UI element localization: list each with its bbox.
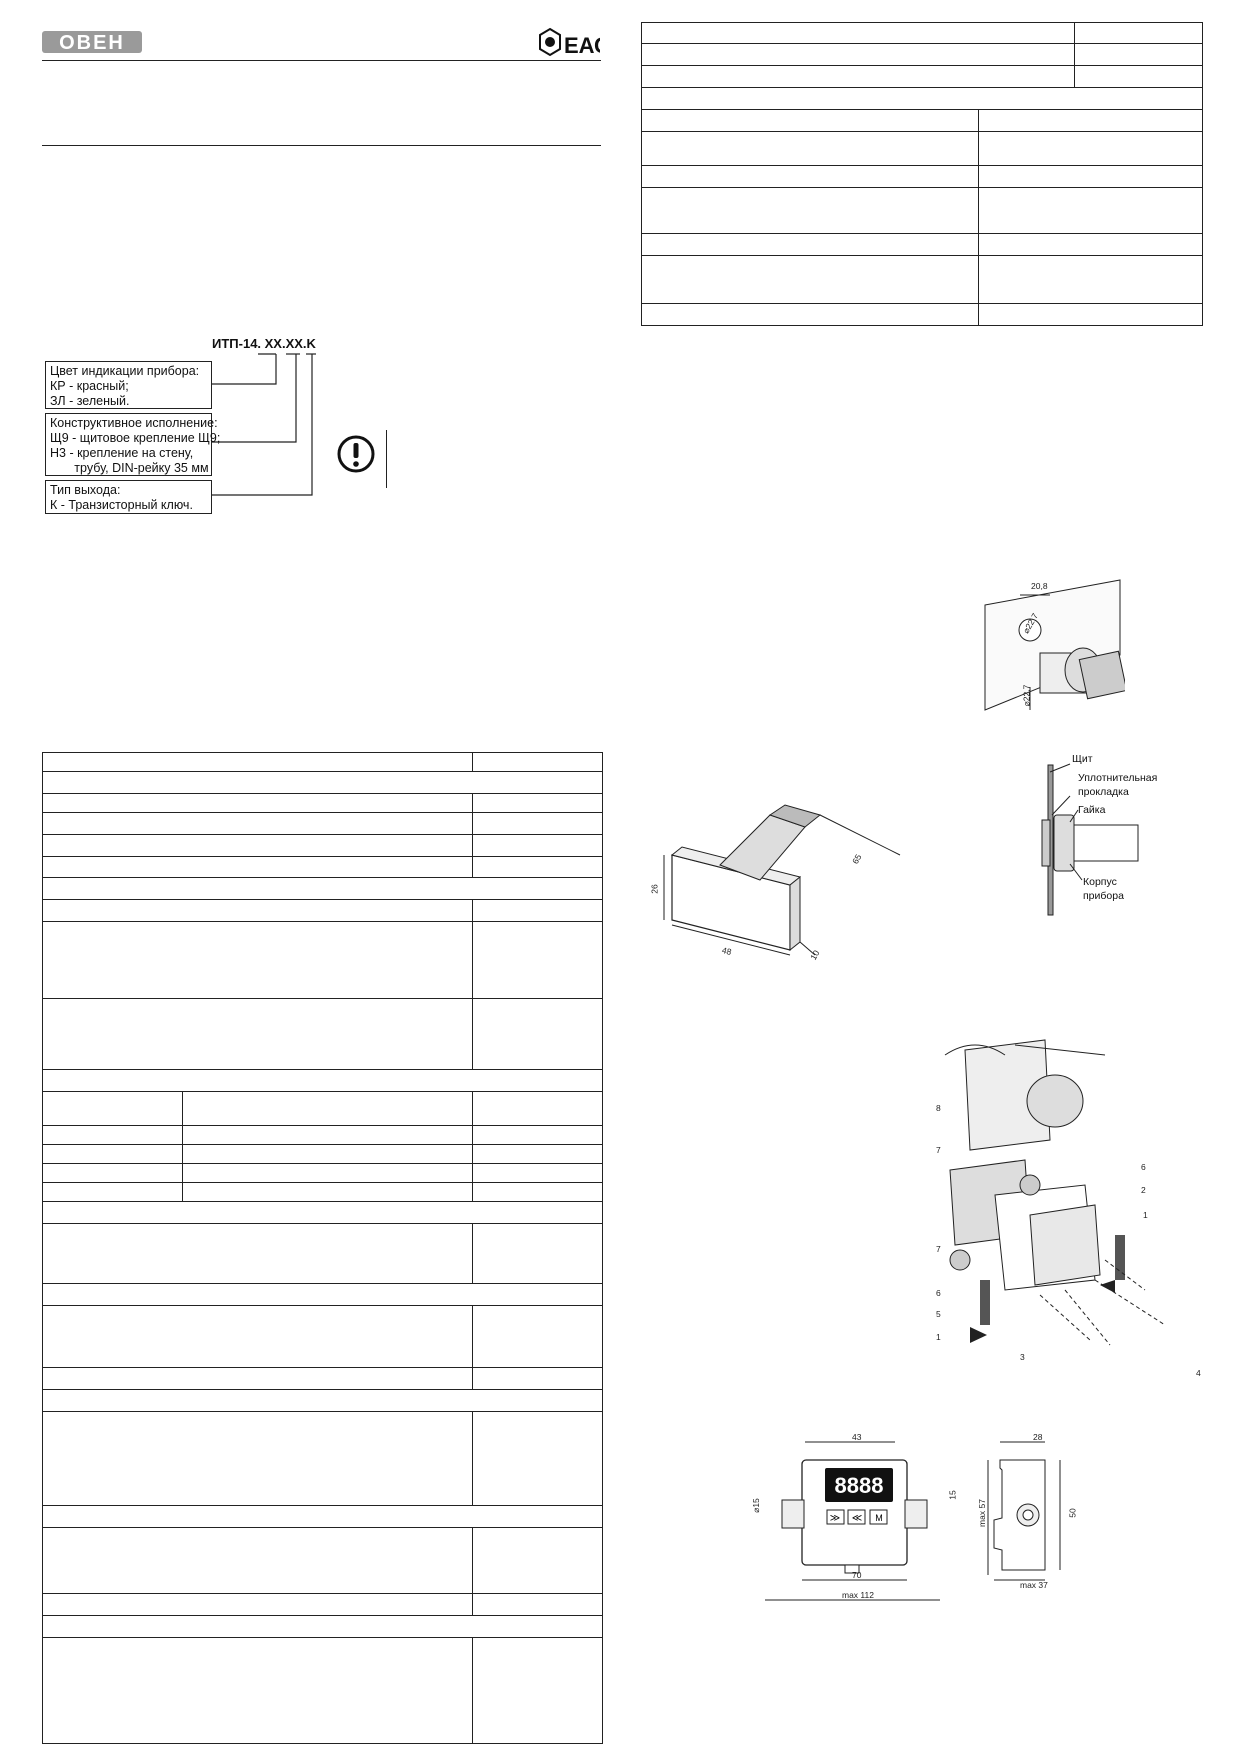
callout-4: 4 bbox=[1196, 1368, 1201, 1378]
svg-text:≪: ≪ bbox=[852, 1513, 862, 1524]
button-m-label: M bbox=[875, 1513, 883, 1523]
front-dim-right: 15 bbox=[947, 1490, 958, 1500]
exploded-mount-drawing bbox=[944, 1039, 1166, 1346]
spec-table-left bbox=[42, 752, 603, 1744]
panel-dim-width: 20,8 bbox=[1031, 581, 1048, 591]
device-isometric-drawing bbox=[663, 804, 901, 956]
label-body-1: Корпус bbox=[1083, 876, 1117, 888]
callout-6-left: 6 bbox=[936, 1288, 941, 1298]
front-dim-width: 70 bbox=[852, 1570, 862, 1580]
callout-7-top: 7 bbox=[936, 1145, 941, 1155]
mount-section-drawing bbox=[1041, 763, 1139, 916]
option-box-color: Цвет индикации прибора: КР - красный; ЗЛ… bbox=[45, 361, 212, 409]
warning-divider bbox=[386, 430, 387, 488]
callout-6-right: 6 bbox=[1141, 1162, 1146, 1172]
exclamation-circle-icon bbox=[336, 434, 376, 474]
option-box-mount: Конструктивное исполнение: Щ9 - щитовое … bbox=[45, 413, 220, 476]
callout-7-left: 7 bbox=[936, 1244, 941, 1254]
side-dim-max-h: max 57 bbox=[976, 1499, 987, 1527]
callout-3: 3 bbox=[1020, 1352, 1025, 1362]
label-panel: Щит bbox=[1072, 753, 1093, 765]
model-code-leaders bbox=[212, 353, 316, 496]
label-gasket-1: Уплотнительная bbox=[1078, 772, 1158, 784]
side-dim-top: 28 bbox=[1033, 1432, 1043, 1442]
display-digits: 8888 bbox=[835, 1473, 884, 1498]
model-code: ИТП-14. XX.XX.K bbox=[212, 336, 316, 351]
device-dim-height: 26 bbox=[649, 884, 660, 894]
front-view-drawing: 8888 ≫ ≪ M bbox=[765, 1441, 940, 1601]
callout-5-left: 5 bbox=[936, 1309, 941, 1319]
front-dim-left: ⌀15 bbox=[750, 1498, 761, 1513]
logo-text: ОВЕН bbox=[59, 32, 125, 54]
spec-table-right bbox=[641, 22, 1203, 326]
side-dim-max-w: max 37 bbox=[1020, 1580, 1048, 1590]
callout-1-left: 1 bbox=[936, 1332, 941, 1342]
brand-logo: ОВЕН bbox=[42, 28, 142, 56]
callout-8-top: 8 bbox=[936, 1103, 941, 1113]
label-gasket-2: прокладка bbox=[1078, 786, 1129, 798]
front-dim-top: 43 bbox=[852, 1432, 862, 1442]
option-box-output: Тип выхода: К - Транзисторный ключ. bbox=[45, 480, 212, 514]
panel-dim-side: ⌀22,7 bbox=[1021, 684, 1032, 707]
header-rule bbox=[42, 60, 601, 61]
panel-mount-drawing bbox=[984, 579, 1125, 711]
svg-text:≫: ≫ bbox=[830, 1513, 840, 1524]
label-body-2: прибора bbox=[1083, 890, 1124, 902]
callout-2-right: 2 bbox=[1141, 1185, 1146, 1195]
label-nut: Гайка bbox=[1078, 804, 1106, 816]
section-rule bbox=[42, 145, 601, 146]
callout-1-right: 1 bbox=[1143, 1210, 1148, 1220]
front-dim-overall: max 112 bbox=[842, 1590, 874, 1600]
side-view-drawing bbox=[987, 1441, 1061, 1581]
side-dim-height: 50 bbox=[1067, 1508, 1078, 1518]
